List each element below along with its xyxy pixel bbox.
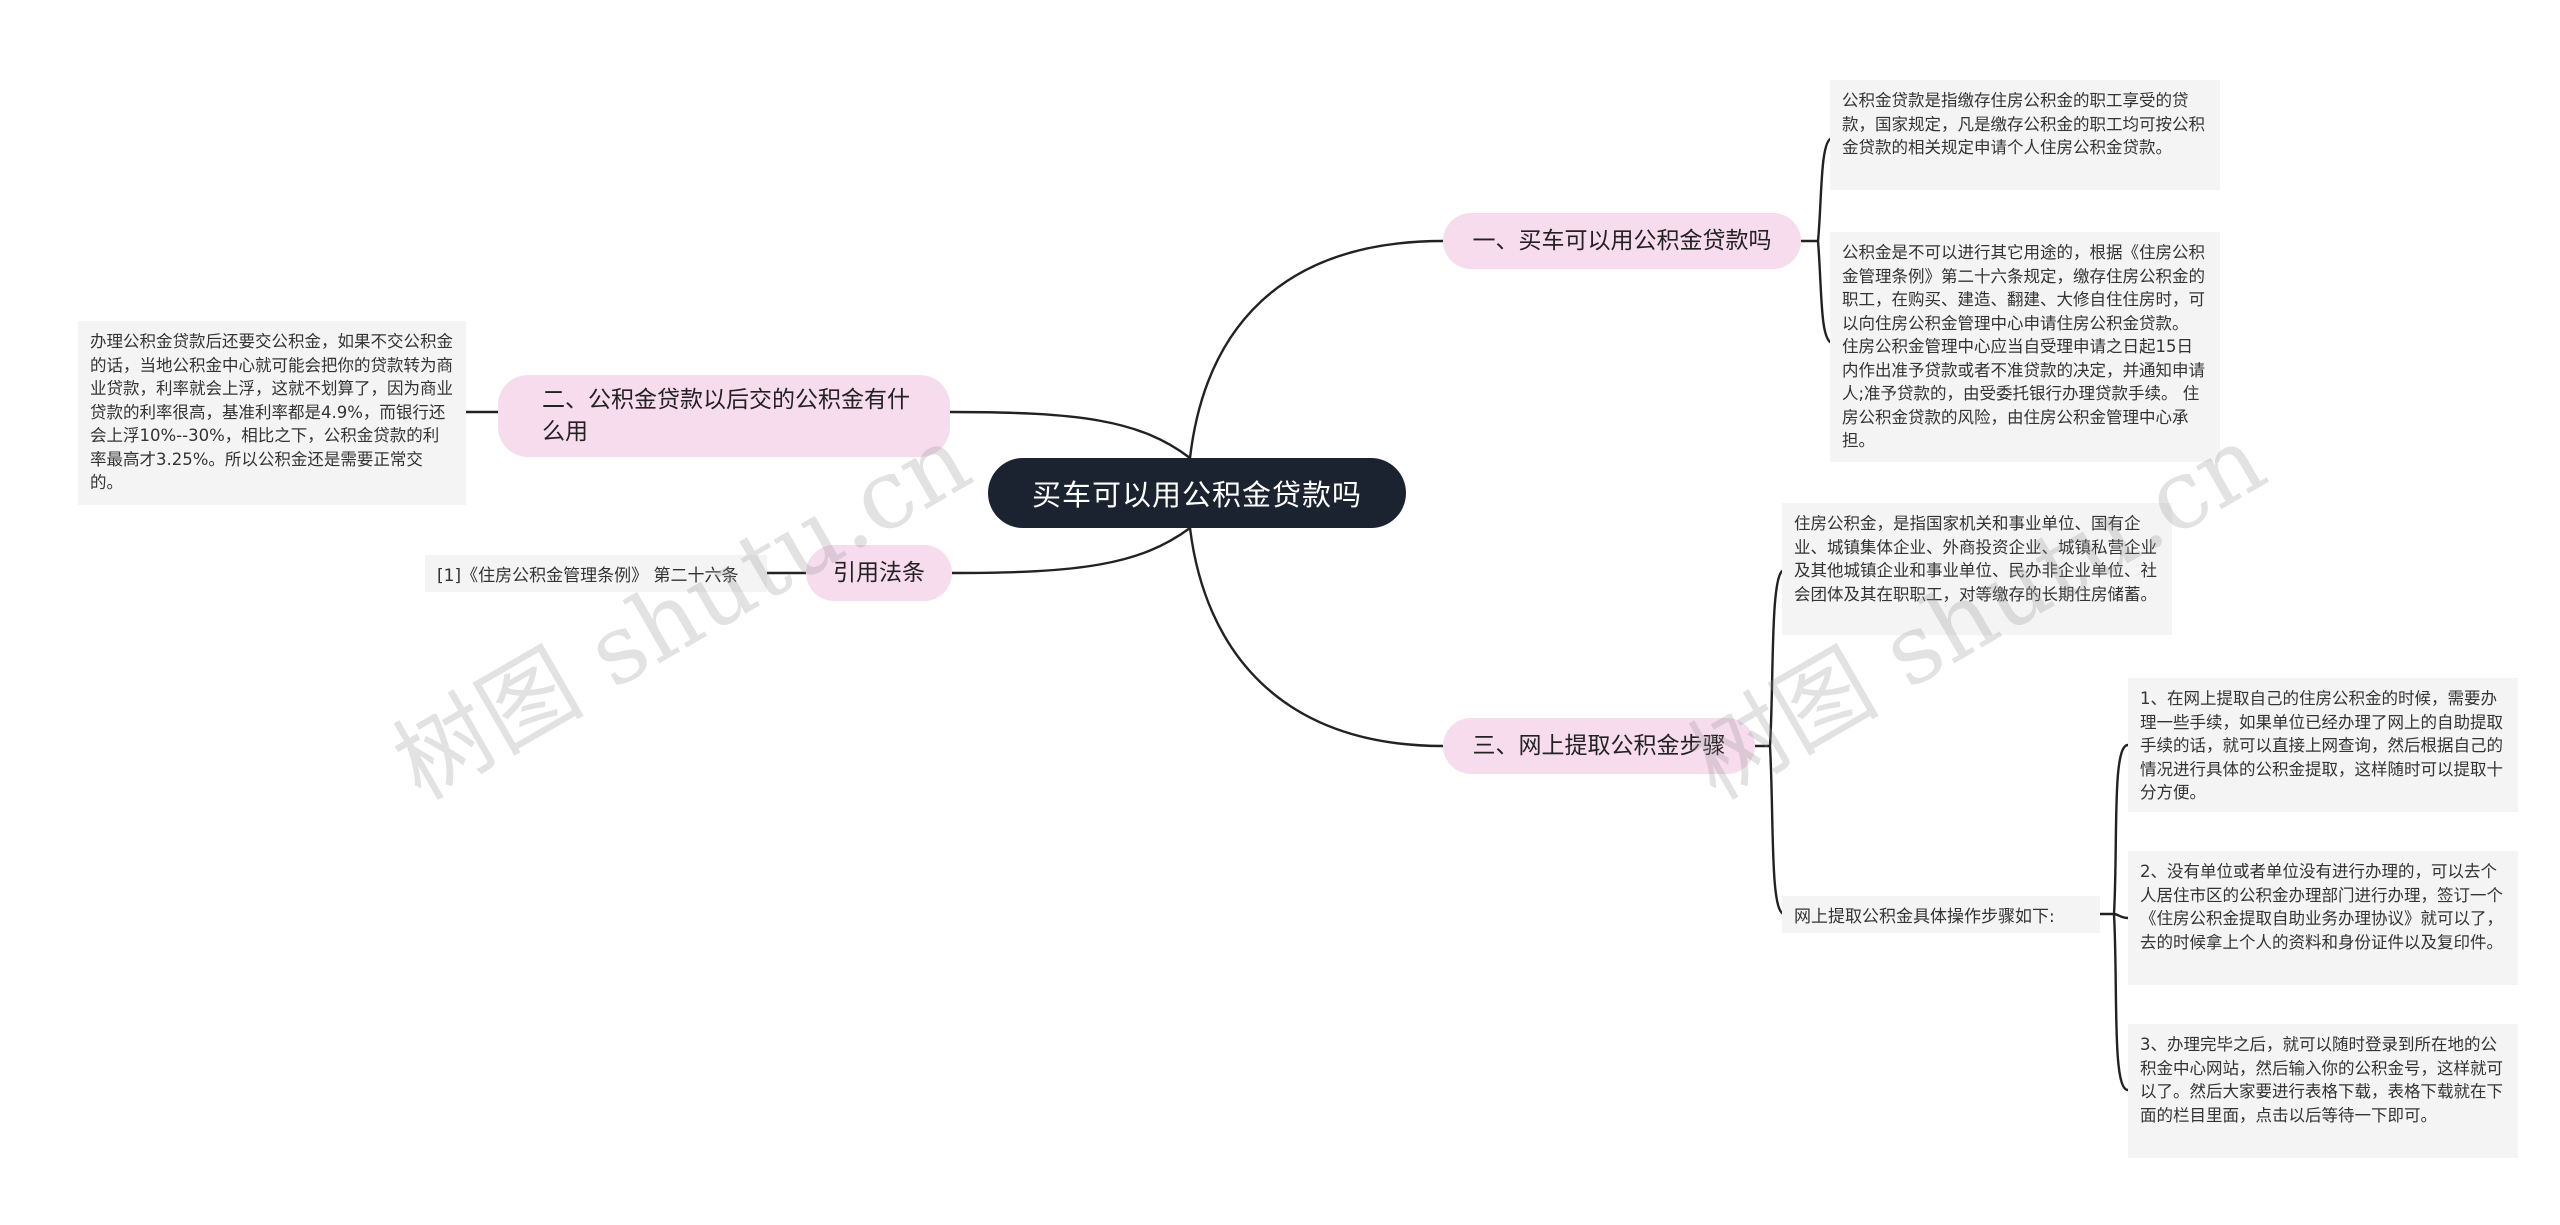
branch-legal-reference[interactable]: 引用法条 — [806, 545, 952, 601]
leaf-step-1[interactable]: 1、在网上提取自己的住房公积金的时候，需要办理一些手续，如果单位已经办理了网上的… — [2128, 678, 2518, 812]
leaf-law-citation[interactable]: [1]《住房公积金管理条例》 第二十六条 — [425, 555, 767, 592]
branch-fund-usage[interactable]: 二、公积金贷款以后交的公积金有什么用 — [498, 375, 950, 457]
leaf-loan-definition[interactable]: 公积金贷款是指缴存住房公积金的职工享受的贷款，国家规定，凡是缴存公积金的职工均可… — [1830, 80, 2220, 190]
leaf-step-2[interactable]: 2、没有单位或者单位没有进行办理的，可以去个人居住市区的公积金办理部门进行办理，… — [2128, 851, 2518, 985]
link-root-b1 — [1188, 239, 1444, 459]
link-b4-leaves — [1755, 568, 1785, 916]
leaf-fund-usage-detail[interactable]: 办理公积金贷款后还要交公积金，如果不交公积金的话，当地公积金中心就可能会把你的贷… — [78, 321, 466, 505]
leaf-loan-regulation[interactable]: 公积金是不可以进行其它用途的，根据《住房公积金管理条例》第二十六条规定，缴存住房… — [1830, 232, 2220, 462]
branch-car-loan[interactable]: 一、买车可以用公积金贷款吗 — [1443, 213, 1801, 269]
root-topic[interactable]: 买车可以用公积金贷款吗 — [988, 458, 1406, 528]
link-steps — [2100, 743, 2129, 1092]
leaf-step-3[interactable]: 3、办理完毕之后，就可以随时登录到所在地的公积金中心网站，然后输入你的公积金号，… — [2128, 1024, 2518, 1158]
link-root-b2 — [949, 410, 1191, 459]
link-root-b3 — [951, 527, 1191, 575]
branch-online-withdrawal[interactable]: 三、网上提取公积金步骤 — [1443, 718, 1755, 774]
link-b1-leaves — [1801, 136, 1833, 345]
link-root-b4 — [1188, 527, 1444, 748]
leaf-steps-intro[interactable]: 网上提取公积金具体操作步骤如下: — [1782, 896, 2100, 933]
leaf-fund-definition[interactable]: 住房公积金，是指国家机关和事业单位、国有企业、城镇集体企业、外商投资企业、城镇私… — [1782, 503, 2172, 635]
